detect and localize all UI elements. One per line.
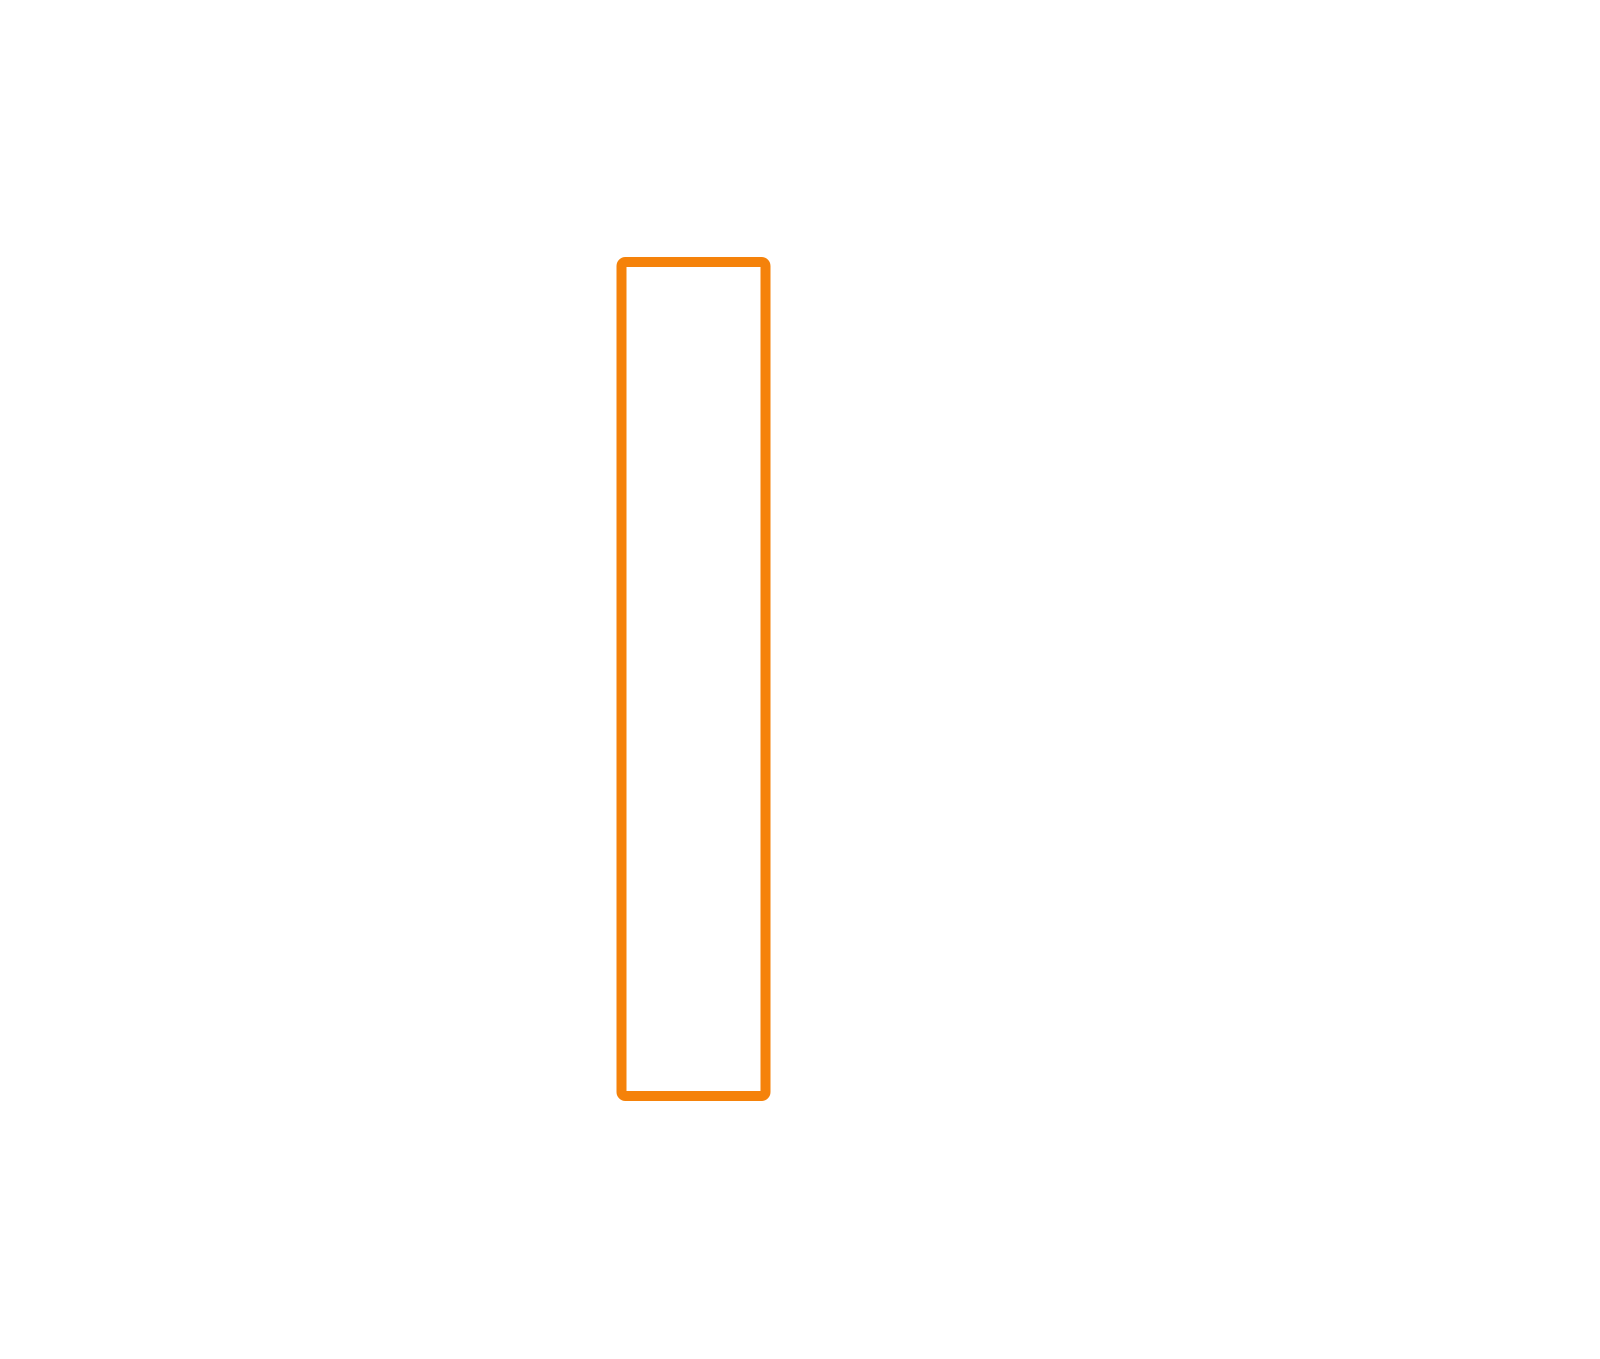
- orange-outlined-rectangle[interactable]: [616, 257, 771, 1101]
